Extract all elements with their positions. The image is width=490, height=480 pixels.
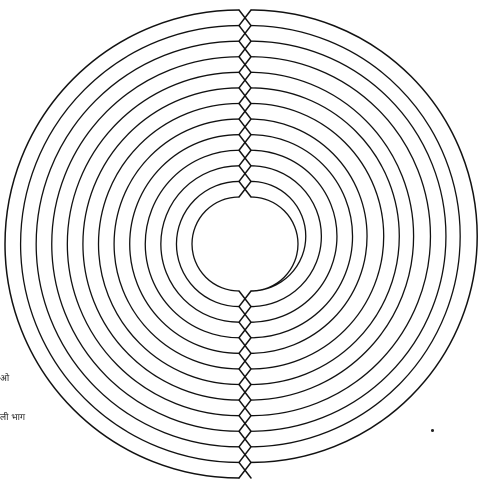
margin-text-fragment-1: ओ (0, 371, 9, 384)
ring-right-arc (251, 57, 430, 416)
ring-right-arc (251, 104, 384, 369)
ring-left-arc (5, 10, 239, 478)
ring-right-arc (251, 197, 298, 291)
ring-left-arc (161, 166, 239, 322)
ring-right-arc (251, 150, 337, 322)
ring-right-arc (251, 26, 460, 447)
ring-right-arc (251, 41, 446, 431)
ring-right-arc (251, 119, 367, 353)
ring-left-arc (67, 72, 239, 415)
margin-text-fragment-2: ली भाग (0, 410, 25, 423)
ring-left-arc (98, 104, 239, 385)
ring-left-arc (36, 41, 239, 447)
ring-left-arc (176, 181, 239, 306)
ring-left-arc (192, 197, 239, 291)
ring-right-arc (251, 166, 321, 307)
ink-speck (431, 429, 434, 432)
ring-group (5, 10, 477, 478)
